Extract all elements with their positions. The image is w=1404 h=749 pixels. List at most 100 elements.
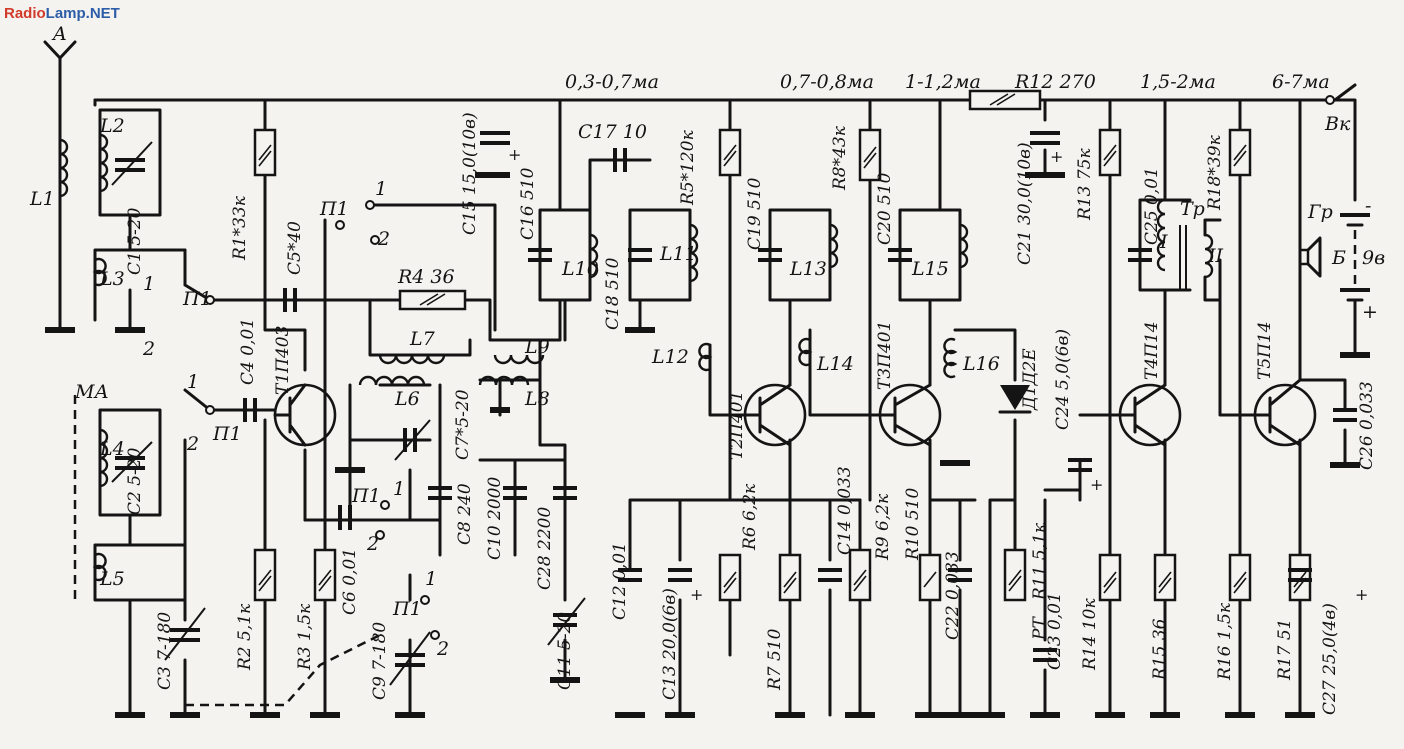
- resistor-R8: [858, 128, 882, 182]
- resistor-R12: [968, 89, 1042, 111]
- label-T1: Т1П403: [273, 326, 293, 395]
- label-plus-C24: +: [1090, 475, 1103, 494]
- capacitor-C1: [111, 141, 153, 186]
- label-plus-C15: +: [508, 145, 521, 164]
- power-switch-Vk: [1325, 83, 1357, 105]
- capacitors: [111, 131, 1357, 686]
- label-C16: С16 510: [518, 167, 538, 240]
- label-R15: R15 36: [1150, 618, 1170, 681]
- capacitor-C6: [338, 505, 352, 530]
- label-C6: С6 0,01: [340, 548, 360, 615]
- label-R3: R3 1,5к: [295, 603, 315, 671]
- main-wiring: [43, 40, 1357, 717]
- label-C11: С11 5-20: [555, 612, 575, 690]
- label-transformer-w1: I: [1159, 231, 1168, 253]
- label-range: МА: [74, 381, 109, 403]
- vertical-labels: С1 5-20 С2 5-20 С3 7-180 С4 0,01 С5*40 R…: [125, 112, 1377, 715]
- capacitor-C26: [1333, 408, 1357, 422]
- label-L7: L7: [409, 328, 436, 350]
- speaker-Gr: [1298, 236, 1322, 278]
- label-switch-name-d: П1: [351, 485, 381, 507]
- label-antenna: A: [51, 23, 67, 45]
- coil-L4: [99, 428, 109, 488]
- label-C26: С26 0,033: [1357, 381, 1377, 470]
- capacitor-C20: [888, 248, 912, 262]
- resistor-R9: [848, 548, 872, 602]
- ground-symbols: [45, 172, 1370, 718]
- label-voltage: 9в: [1362, 247, 1385, 269]
- capacitor-C5: [283, 288, 297, 312]
- capacitor-C28: [553, 486, 577, 500]
- label-R18: R18*39к: [1205, 134, 1225, 211]
- capacitor-C24: [1068, 458, 1092, 472]
- label-C24: С24 5,0(6в): [1053, 329, 1073, 430]
- label-L10: L10: [561, 258, 599, 280]
- label-L8: L8: [524, 388, 550, 410]
- coil-L5: [92, 552, 107, 582]
- label-battery-plus: +: [1362, 301, 1378, 323]
- label-plus-C13: +: [690, 585, 703, 604]
- resistor-R18: [1228, 128, 1252, 177]
- label-R5: R5*120к: [678, 129, 698, 206]
- capacitor-C15: [480, 131, 510, 145]
- label-L13: L13: [789, 258, 827, 280]
- label-speaker: Гр: [1307, 201, 1333, 223]
- label-T2: Т2П401: [727, 391, 747, 460]
- label-C12: С12 0,01: [610, 542, 630, 620]
- label-C9: С9 7-180: [370, 622, 390, 700]
- transistor-T5: [1253, 378, 1317, 447]
- label-R2: R2 5,1к: [235, 603, 255, 671]
- label-switch-pos1-d: 1: [393, 478, 405, 500]
- label-battery-minus: -: [1365, 195, 1371, 217]
- coil-L14: [798, 337, 813, 367]
- label-switch-name-a: П1: [182, 288, 212, 310]
- capacitor-C12: [618, 568, 642, 582]
- coil-L9: [493, 354, 545, 365]
- resistor-R2: [253, 548, 277, 602]
- transistor-T2: [743, 383, 807, 447]
- label-T4: Т4П14: [1142, 321, 1162, 380]
- transistor-T3: [878, 383, 942, 447]
- label-switch-pos1-b: 1: [187, 371, 199, 393]
- transistors: [273, 378, 1317, 447]
- coil-L3: [92, 257, 107, 287]
- label-R4: R4 36: [397, 266, 455, 288]
- coil-L2: [99, 133, 109, 193]
- label-switch-pos2-d: 2: [366, 533, 379, 555]
- label-L1: L1: [29, 188, 55, 210]
- resistor-R3: [313, 548, 337, 602]
- label-current-5: 6-7ма: [1272, 71, 1330, 93]
- label-current-4: 1,5-2ма: [1140, 71, 1216, 93]
- label-R9: R9 6,2к: [873, 493, 893, 561]
- label-transformer: Тр: [1180, 198, 1205, 220]
- capacitor-C27: [1288, 568, 1312, 582]
- capacitor-C13: [668, 568, 692, 582]
- label-C2: С2 5-20: [125, 447, 145, 515]
- labels: A 0,3-0,7ма 0,7-0,8ма 1-1,2ма 1,5-2ма 6-…: [29, 23, 1385, 660]
- label-C25: С25 0,01: [1142, 167, 1162, 245]
- capacitor-C22: [948, 568, 972, 582]
- diode-D1: [998, 385, 1032, 414]
- label-L12: L12: [651, 346, 689, 368]
- coil-L7: [378, 354, 446, 365]
- label-C28: С28 2200: [535, 507, 555, 590]
- resistor-R5: [718, 128, 742, 177]
- label-C27: С27 25,0(4в): [1320, 603, 1340, 715]
- watermark-radio: Radio: [4, 5, 46, 22]
- label-L14: L14: [816, 353, 854, 375]
- resistor-R10: [918, 553, 942, 602]
- resistor-R6: [718, 553, 742, 602]
- coil-L13: [829, 223, 839, 269]
- coil-L6: [358, 375, 426, 386]
- coil-L1: [59, 138, 69, 198]
- resistor-R1: [253, 128, 277, 177]
- label-L2: L2: [99, 115, 125, 137]
- label-C4: С4 0,01: [238, 318, 258, 385]
- label-current-2: 0,7-0,8ма: [780, 71, 874, 93]
- capacitor-C17: [613, 148, 627, 172]
- label-T3: Т3П401: [875, 321, 895, 390]
- label-C10: С10 2000: [485, 477, 505, 560]
- label-C13: С13 20,0(6в): [660, 588, 680, 700]
- label-R17: R17 51: [1275, 619, 1295, 681]
- label-switch-pos1-a: 1: [143, 273, 155, 295]
